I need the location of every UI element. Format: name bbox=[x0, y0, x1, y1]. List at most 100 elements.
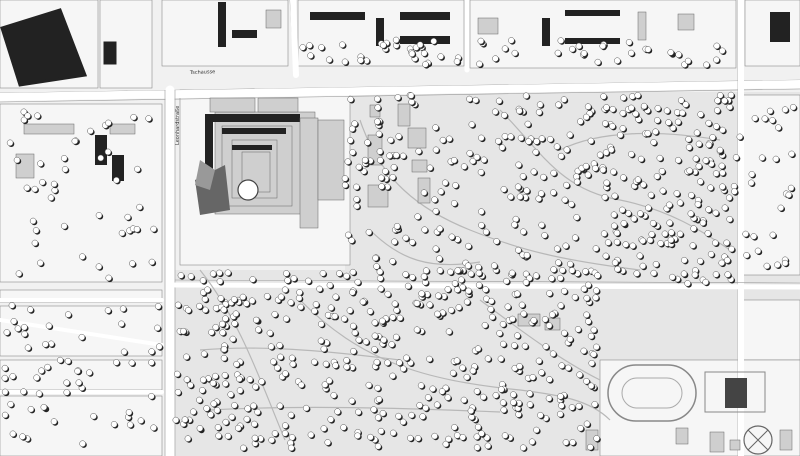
tree bbox=[473, 388, 481, 395]
tree bbox=[318, 44, 325, 51]
tree bbox=[200, 350, 208, 358]
tree bbox=[476, 60, 483, 68]
tree bbox=[775, 124, 782, 131]
tree bbox=[354, 278, 361, 286]
tree bbox=[542, 343, 550, 350]
tree bbox=[571, 234, 579, 241]
tree bbox=[451, 280, 459, 287]
tree bbox=[446, 135, 453, 143]
tree bbox=[604, 239, 612, 246]
tree bbox=[276, 402, 284, 410]
tree bbox=[530, 168, 538, 175]
tree bbox=[644, 46, 652, 53]
tree bbox=[500, 186, 508, 193]
tree bbox=[222, 380, 229, 387]
tree bbox=[219, 329, 226, 336]
tree bbox=[630, 215, 638, 222]
tree bbox=[183, 353, 190, 361]
tree bbox=[90, 412, 97, 420]
tree bbox=[199, 376, 207, 384]
tree bbox=[603, 179, 610, 187]
tree bbox=[222, 315, 229, 322]
tree bbox=[252, 316, 260, 324]
tree bbox=[187, 273, 195, 280]
tree bbox=[24, 112, 31, 119]
tree bbox=[437, 188, 445, 195]
tree bbox=[705, 119, 712, 127]
tree bbox=[613, 238, 621, 246]
tree bbox=[231, 402, 238, 409]
tree bbox=[441, 179, 449, 186]
tree bbox=[689, 242, 697, 249]
tree bbox=[703, 61, 710, 69]
tree bbox=[475, 263, 482, 271]
tree bbox=[550, 266, 557, 273]
tree bbox=[584, 103, 592, 110]
tree bbox=[504, 303, 512, 310]
tree bbox=[550, 169, 557, 177]
tree bbox=[436, 225, 444, 232]
tree bbox=[183, 376, 191, 383]
tree bbox=[610, 211, 618, 218]
tree bbox=[498, 386, 505, 393]
tree bbox=[243, 415, 251, 423]
tree bbox=[557, 152, 565, 160]
tree bbox=[210, 400, 217, 407]
tree bbox=[546, 290, 553, 297]
tree bbox=[353, 183, 360, 191]
tree bbox=[145, 115, 152, 122]
tree bbox=[201, 306, 209, 314]
tree bbox=[19, 433, 26, 440]
tree bbox=[3, 329, 11, 336]
tree bbox=[196, 396, 203, 404]
tree bbox=[432, 124, 439, 131]
tree bbox=[432, 207, 440, 215]
tree bbox=[324, 439, 331, 446]
tree bbox=[480, 156, 488, 164]
tree bbox=[277, 293, 285, 301]
tree bbox=[332, 362, 339, 369]
tree bbox=[685, 135, 692, 143]
tree bbox=[546, 376, 553, 383]
tree bbox=[355, 336, 363, 344]
tree bbox=[408, 411, 415, 419]
tree bbox=[478, 221, 485, 229]
tree bbox=[785, 191, 792, 199]
tree bbox=[657, 240, 664, 247]
tree bbox=[721, 97, 728, 104]
tree bbox=[371, 319, 379, 326]
tree bbox=[602, 149, 610, 156]
tree bbox=[20, 108, 28, 116]
tree bbox=[404, 282, 412, 290]
tree bbox=[374, 95, 381, 103]
tree bbox=[436, 255, 443, 262]
tree bbox=[594, 58, 602, 66]
tree bbox=[74, 367, 81, 375]
tree bbox=[555, 101, 562, 108]
tree bbox=[387, 136, 394, 144]
tree bbox=[580, 347, 587, 355]
tree bbox=[467, 407, 475, 415]
tree bbox=[465, 287, 472, 295]
tree bbox=[361, 156, 369, 164]
tree bbox=[492, 55, 499, 62]
tree bbox=[747, 179, 755, 187]
tree bbox=[288, 354, 296, 362]
tree bbox=[587, 443, 594, 451]
tree bbox=[420, 189, 428, 196]
tree bbox=[379, 317, 386, 325]
tree bbox=[522, 270, 530, 278]
tree bbox=[566, 335, 574, 343]
tree bbox=[458, 276, 465, 283]
tree bbox=[634, 92, 641, 99]
tree bbox=[288, 444, 295, 452]
tree bbox=[347, 137, 354, 144]
tree bbox=[391, 238, 398, 245]
tree bbox=[118, 229, 126, 237]
tree bbox=[445, 328, 453, 335]
tree bbox=[252, 383, 259, 391]
tree bbox=[312, 301, 320, 308]
tree bbox=[373, 263, 380, 270]
tree bbox=[409, 274, 416, 281]
